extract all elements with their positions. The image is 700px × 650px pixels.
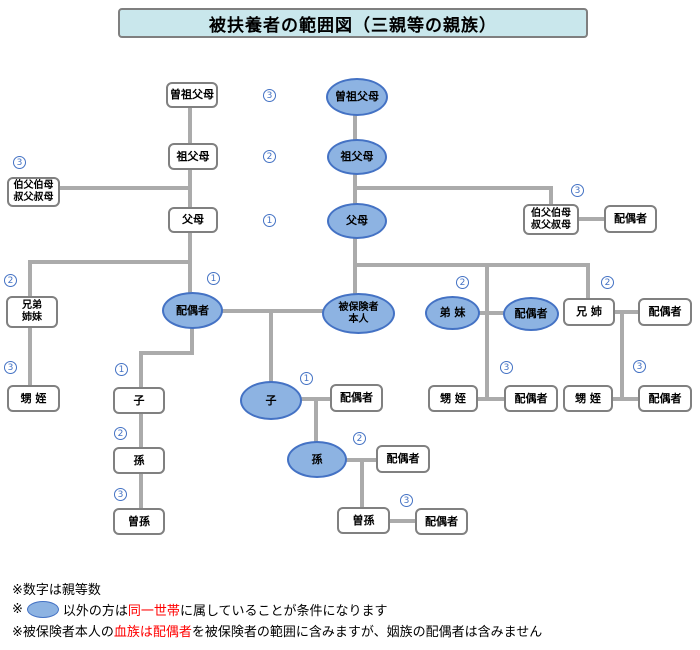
connector-line <box>355 263 590 267</box>
node-spouse-of-nephews-mid: 配偶者 <box>504 385 558 412</box>
connector-line <box>139 351 194 355</box>
node-siblings-left: 兄弟 姉妹 <box>6 296 58 328</box>
degree-badge-2: 2 <box>263 150 276 163</box>
degree-badge-1: 1 <box>300 372 313 385</box>
node-spouse-of-nephews-right: 配偶者 <box>638 385 692 412</box>
node-uncles-aunts-right: 伯父伯母 叔父叔母 <box>523 204 579 235</box>
connector-line <box>188 106 192 143</box>
connector-line <box>190 327 194 355</box>
connector-line <box>355 186 553 190</box>
connector-line <box>28 260 192 264</box>
degree-badge-3: 3 <box>114 488 127 501</box>
node-nephews-nieces-right: 甥 姪 <box>563 385 613 412</box>
node-spouse-of-child: 配偶者 <box>330 384 383 412</box>
degree-badge-1: 1 <box>263 214 276 227</box>
footnote-household-red: 同一世帯 <box>127 604 180 619</box>
node-stepgreat-grandchild: 曽孫 <box>113 508 165 535</box>
connector-line <box>586 263 590 300</box>
footnote-household-end: に属していることが条件になります <box>179 604 388 619</box>
connector-line <box>139 351 143 388</box>
connector-line <box>28 327 32 386</box>
node-child-blood: 子 <box>240 381 302 420</box>
connector-line <box>611 397 640 401</box>
node-stepchild: 子 <box>113 387 165 414</box>
connector-line <box>613 310 640 314</box>
footnote-spouse-a: ※被保険者本人の <box>12 625 114 640</box>
node-great-grandchild: 曽孫 <box>337 507 390 534</box>
connector-line <box>28 260 32 298</box>
footnote-degree: ※数字は親等数 <box>12 580 692 598</box>
degree-badge-3: 3 <box>500 361 513 374</box>
node-insured-person: 被保険者 本人 <box>322 293 395 334</box>
node-spouse-of-uncles-aunts: 配偶者 <box>604 205 657 233</box>
degree-badge-2: 2 <box>601 276 614 289</box>
node-elder-siblings: 兄 姉 <box>563 298 615 326</box>
footnote-spouse-b: を被保険者の範囲に含みますが、姻族の配偶者は含みません <box>191 625 543 640</box>
connector-line <box>220 309 325 313</box>
degree-badge-1: 1 <box>115 363 128 376</box>
degree-badge-2: 2 <box>353 432 366 445</box>
degree-badge-2: 2 <box>114 427 127 440</box>
node-grandparents-inlaw: 祖父母 <box>168 143 218 170</box>
connector-line <box>577 217 606 221</box>
footnote-spouse-red: 血族は配偶者 <box>113 625 192 640</box>
footnote-household: ※ 以外の方は同一世帯に属していることが条件になります <box>12 601 692 619</box>
connector-line <box>389 519 417 523</box>
connector-line <box>478 311 505 315</box>
node-younger-siblings-blood: 弟 妹 <box>425 296 480 330</box>
degree-badge-1: 1 <box>207 272 220 285</box>
node-stepgrandchild: 孫 <box>113 447 165 474</box>
node-spouse-of-grandchild: 配偶者 <box>376 445 430 473</box>
connector-line <box>314 397 318 444</box>
node-spouse-of-great-grandchild: 配偶者 <box>415 508 468 535</box>
connector-line <box>360 458 364 508</box>
connector-line <box>139 473 143 509</box>
footnote-household-mid: 以外の方は <box>62 604 128 619</box>
node-spouse-of-younger-siblings: 配偶者 <box>503 297 559 331</box>
connector-line <box>353 113 357 141</box>
degree-badge-2: 2 <box>456 276 469 289</box>
footnotes: ※数字は親等数 ※ 以外の方は同一世帯に属していることが条件になります ※被保険者… <box>12 580 692 643</box>
footnote-spouse-scope: ※被保険者本人の血族は配偶者を被保険者の範囲に含みますが、姻族の配偶者は含みませ… <box>12 622 692 640</box>
degree-badge-3: 3 <box>263 89 276 102</box>
node-nephews-nieces-left: 甥 姪 <box>7 385 60 412</box>
degree-badge-3: 3 <box>4 361 17 374</box>
degree-badge-3: 3 <box>400 494 413 507</box>
node-uncles-aunts-left: 伯父伯母 叔父叔母 <box>7 177 60 207</box>
degree-badge-2: 2 <box>4 274 17 287</box>
node-great-grandparents-blood: 曽祖父母 <box>326 78 388 116</box>
connector-line <box>345 458 378 462</box>
degree-badge-3: 3 <box>633 360 646 373</box>
node-spouse-of-insured: 配偶者 <box>162 292 223 329</box>
node-grandparents-blood: 祖父母 <box>327 139 387 175</box>
node-nephews-nieces-mid: 甥 姪 <box>428 385 478 412</box>
blue-ellipse-legend-icon <box>26 601 59 618</box>
connector-line <box>485 263 489 401</box>
page-title: 被扶養者の範囲図（三親等の親族） <box>118 8 588 38</box>
footnote-degree-text: ※数字は親等数 <box>12 583 101 598</box>
connector-line <box>269 311 273 383</box>
connector-line <box>549 188 553 206</box>
connector-line <box>476 397 506 401</box>
node-great-grandparents-inlaw: 曽祖父母 <box>166 82 218 108</box>
node-spouse-of-elder-siblings: 配偶者 <box>638 298 692 326</box>
connector-line <box>620 311 624 401</box>
connector-line <box>58 186 192 190</box>
node-parents-blood: 父母 <box>327 203 387 239</box>
connector-line <box>300 397 332 401</box>
node-parents-inlaw: 父母 <box>168 207 218 233</box>
degree-badge-3: 3 <box>571 184 584 197</box>
node-grandchild-blood: 孫 <box>287 441 347 478</box>
footnote-household-prefix: ※ <box>12 602 23 617</box>
degree-badge-3: 3 <box>13 156 26 169</box>
connector-line <box>139 413 143 448</box>
